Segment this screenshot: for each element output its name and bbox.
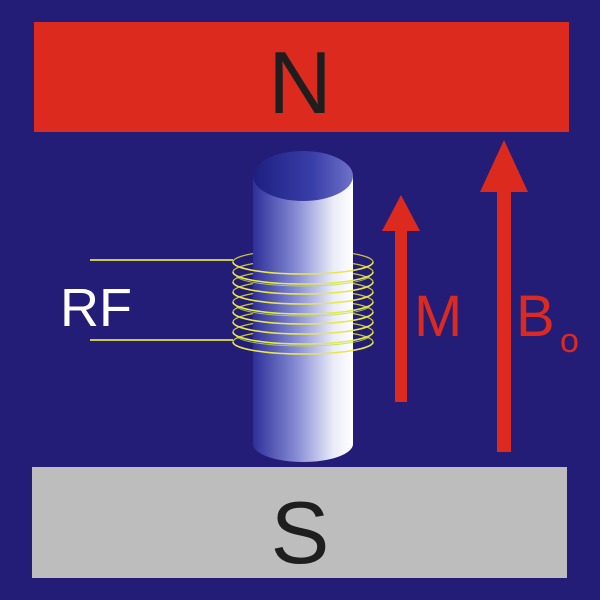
field-label: B bbox=[516, 284, 555, 349]
south-magnet bbox=[32, 467, 567, 578]
field-arrow bbox=[480, 140, 528, 452]
rf-coil-front bbox=[232, 261, 374, 355]
magnetization-label: M bbox=[414, 284, 462, 349]
rf-coil-highlight bbox=[235, 274, 371, 347]
south-label: S bbox=[271, 483, 330, 582]
field-subscript: o bbox=[560, 322, 579, 360]
rf-label: RF bbox=[60, 278, 132, 338]
north-magnet bbox=[34, 22, 569, 132]
north-label: N bbox=[268, 33, 332, 132]
magnetization-arrow bbox=[382, 195, 420, 402]
sample-cylinder bbox=[253, 151, 353, 462]
